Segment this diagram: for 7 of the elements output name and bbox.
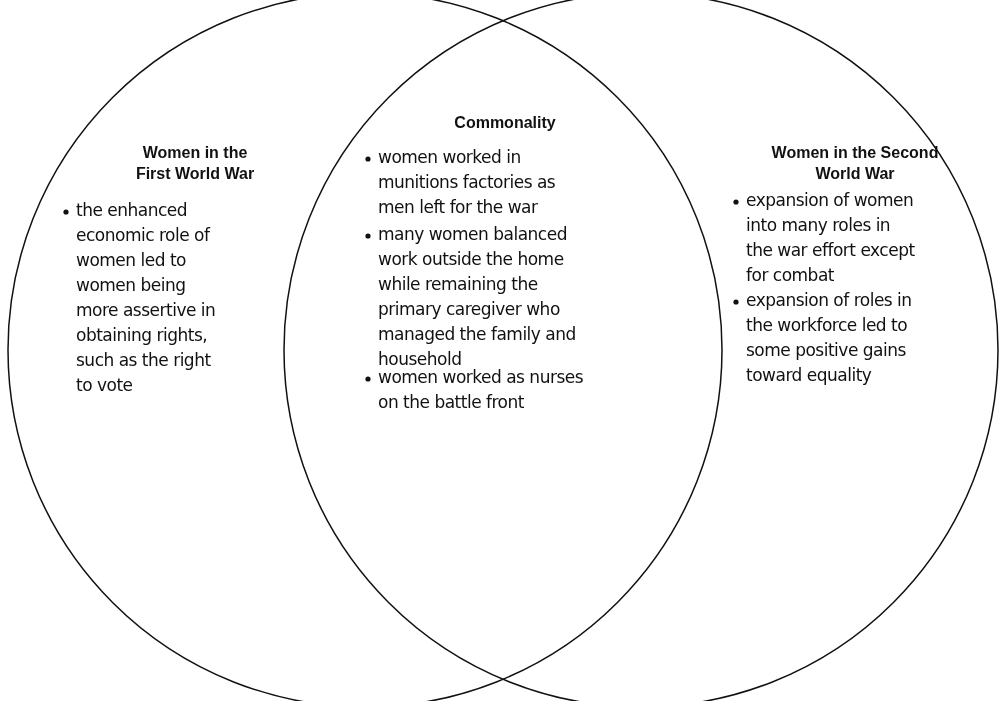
circle-heading: Commonality bbox=[453, 113, 557, 133]
bullet-point: women worked as nurses on the battle front bbox=[378, 366, 585, 414]
bullet-point: the enhanced economic role of women led to women being more assertive in obtaining rights, such as the right to vote bbox=[76, 199, 217, 397]
circle-heading: Women in the Second World War bbox=[770, 143, 940, 184]
bullet-point: many women balanced work outside the home while remaining the primary caregiver who managed the family and household bbox=[378, 223, 577, 369]
circle-heading: Women in the First World War bbox=[134, 143, 256, 184]
bullet-point: expansion of roles in the workforce led to some positive gains toward equality bbox=[746, 289, 913, 387]
